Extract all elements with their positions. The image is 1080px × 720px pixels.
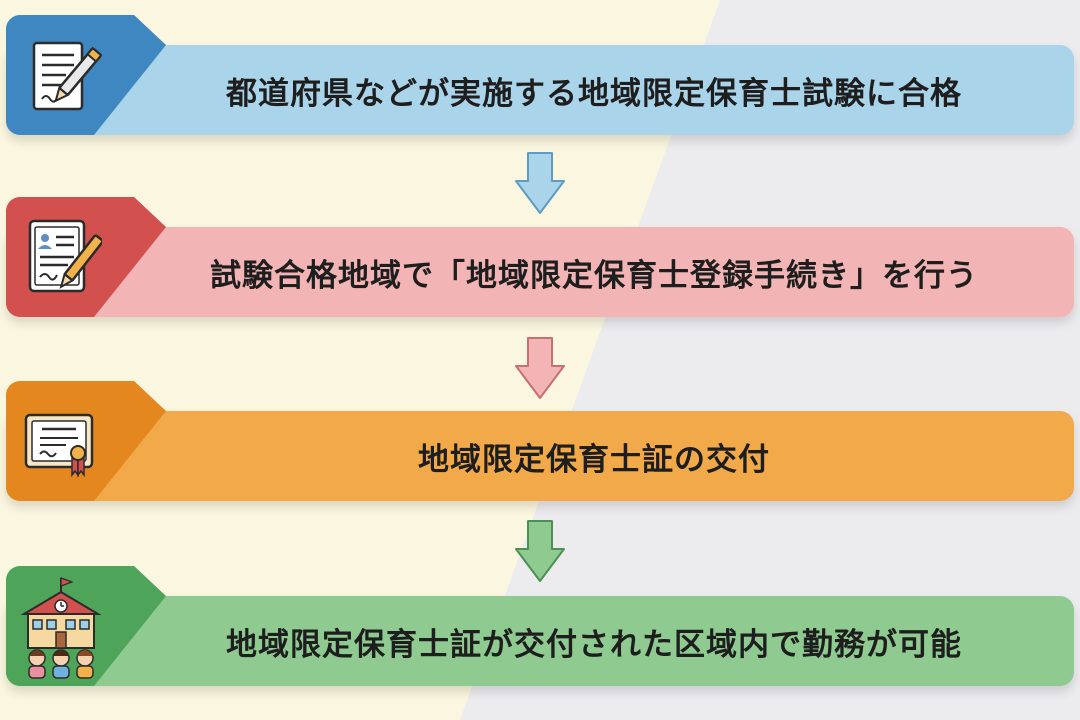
step-3-certificate: 地域限定保育士証の交付 [6,381,1074,501]
step-4-bar [6,596,1074,686]
exam-paper-pen-icon [20,23,102,129]
step-2-label: 試験合格地域で「地域限定保育士登録手続き」を行う [210,257,978,294]
step-4-label: 地域限定保育士証が交付された区域内で勤務が可能 [226,626,962,663]
registration-form-pen-icon [20,205,102,311]
step-4-work-in-area: 地域限定保育士証が交付された区域内で勤務が可能 [6,566,1074,686]
step-3-label: 地域限定保育士証の交付 [418,441,770,478]
step-2-registration: 試験合格地域で「地域限定保育士登録手続き」を行う [6,197,1074,317]
step-1-label: 都道府県などが実施する地域限定保育士試験に合格 [226,75,962,112]
certificate-icon [20,389,102,495]
step-1-bar [6,45,1074,135]
down-arrow-icon [514,151,566,215]
step-1-exam-pass: 都道府県などが実施する地域限定保育士試験に合格 [6,15,1074,135]
down-arrow-icon [514,336,566,400]
step-3-bar [6,411,1074,501]
step-2-bar [6,227,1074,317]
nursery-school-children-icon [20,574,102,680]
down-arrow-icon [514,519,566,583]
